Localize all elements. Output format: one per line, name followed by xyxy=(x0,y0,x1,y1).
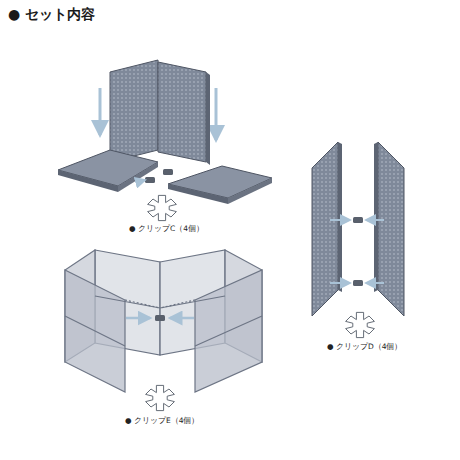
set-e xyxy=(65,250,262,392)
section-title: ● セット内容 xyxy=(8,6,95,24)
set-e-clips xyxy=(126,315,194,411)
set-d xyxy=(312,142,404,338)
part-label: ● クリップC（4個） xyxy=(128,224,205,234)
set-c xyxy=(58,60,272,221)
part-label: ● クリップD（4個） xyxy=(326,342,403,352)
part-label: ● クリップE（4個） xyxy=(124,416,200,426)
